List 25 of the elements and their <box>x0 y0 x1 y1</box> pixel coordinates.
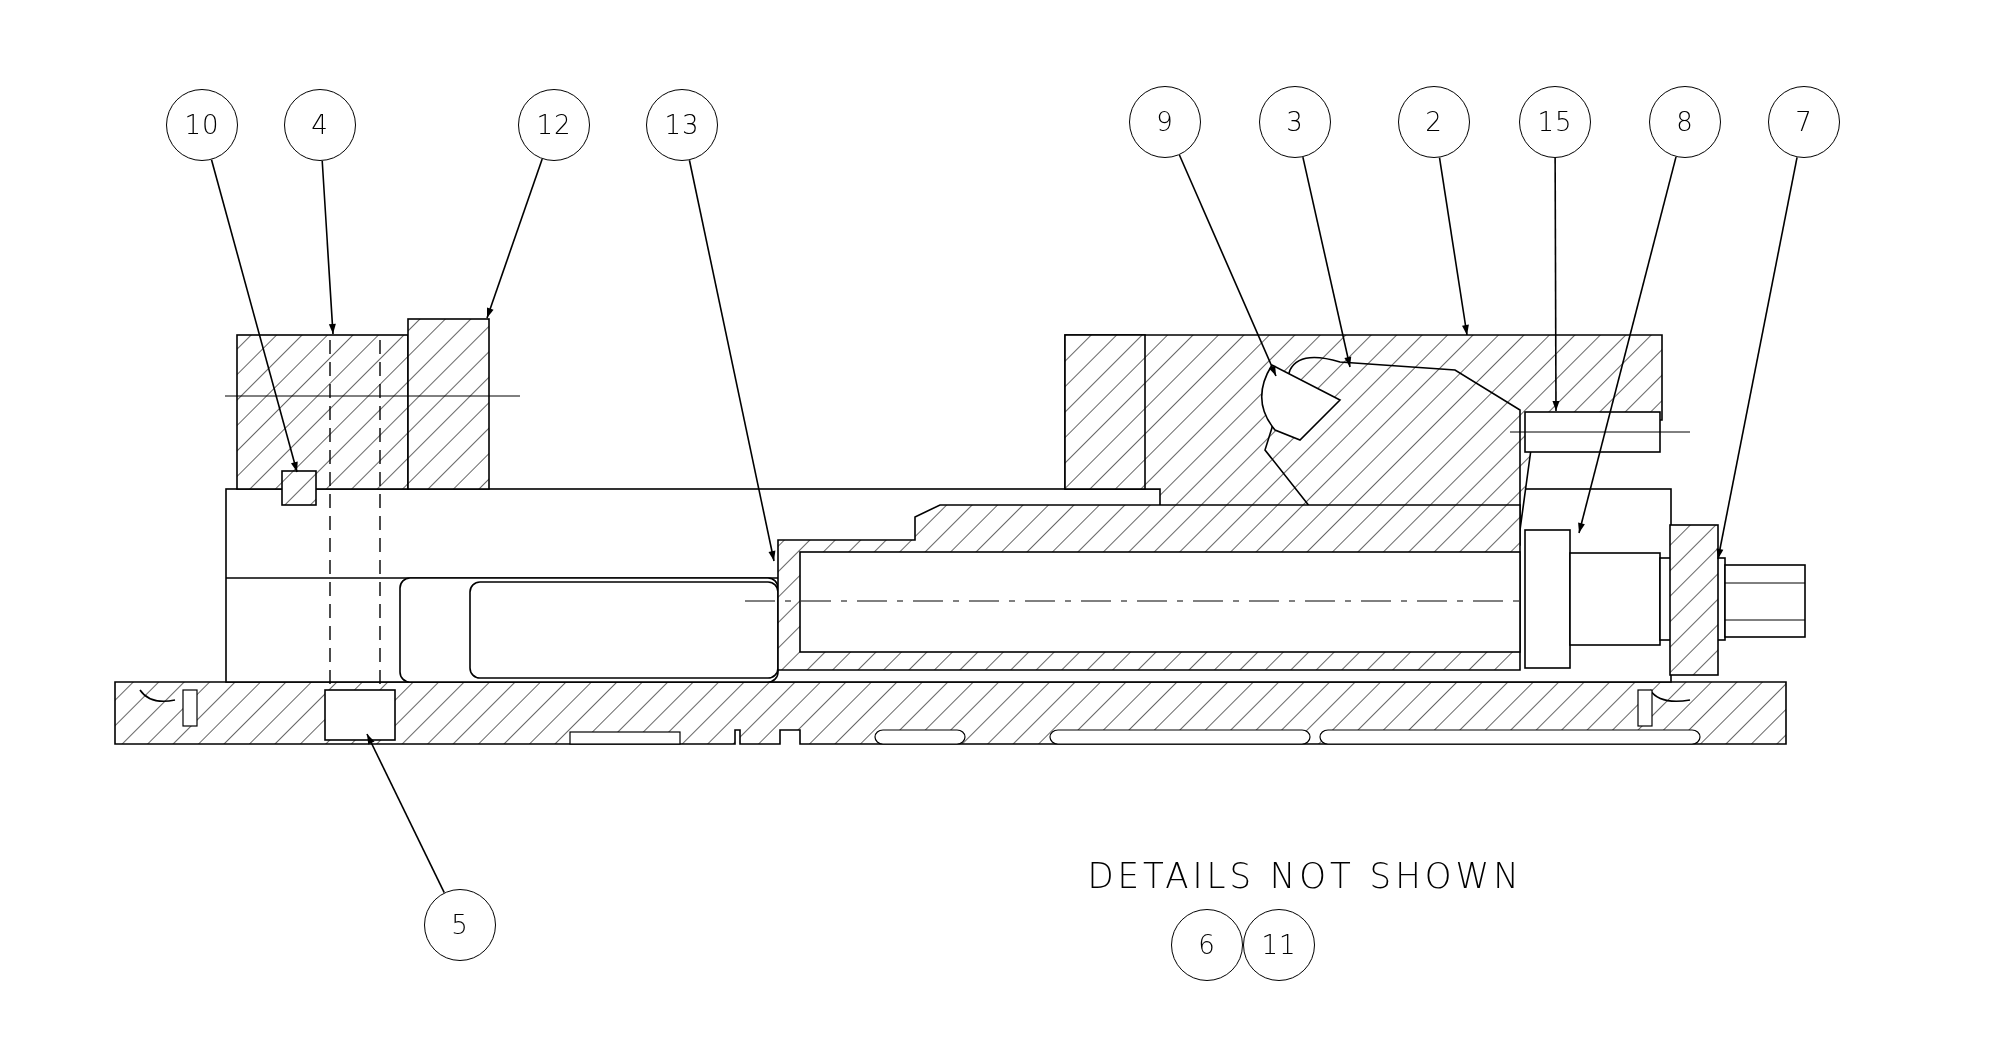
leader-line <box>321 160 336 335</box>
callout-number: 2 <box>1425 107 1443 137</box>
callout-number: 6 <box>1198 930 1216 960</box>
leader-line <box>1178 154 1277 377</box>
callout-number: 7 <box>1795 107 1813 137</box>
callout-number: 13 <box>664 110 700 140</box>
leader-line <box>366 733 446 894</box>
note-text: DETAILS NOT SHOWN <box>1086 854 1524 896</box>
leader-line <box>1438 156 1469 336</box>
leader-line <box>1552 157 1560 412</box>
callout-number: 4 <box>311 110 329 140</box>
leader-line <box>1716 156 1798 560</box>
callout-number: 3 <box>1286 107 1304 137</box>
leader-line <box>486 158 543 319</box>
leader-line <box>210 158 298 473</box>
callout-number: 9 <box>1156 107 1174 137</box>
leader-line <box>1302 156 1352 368</box>
callout-number: 8 <box>1676 107 1694 137</box>
callout-number: 5 <box>451 910 469 940</box>
callout-number: 12 <box>536 110 572 140</box>
leader-line <box>688 159 776 562</box>
callout-number: 11 <box>1261 930 1297 960</box>
leader-line <box>1578 156 1677 534</box>
callout-number: 15 <box>1537 107 1573 137</box>
callout-number: 10 <box>184 110 220 140</box>
